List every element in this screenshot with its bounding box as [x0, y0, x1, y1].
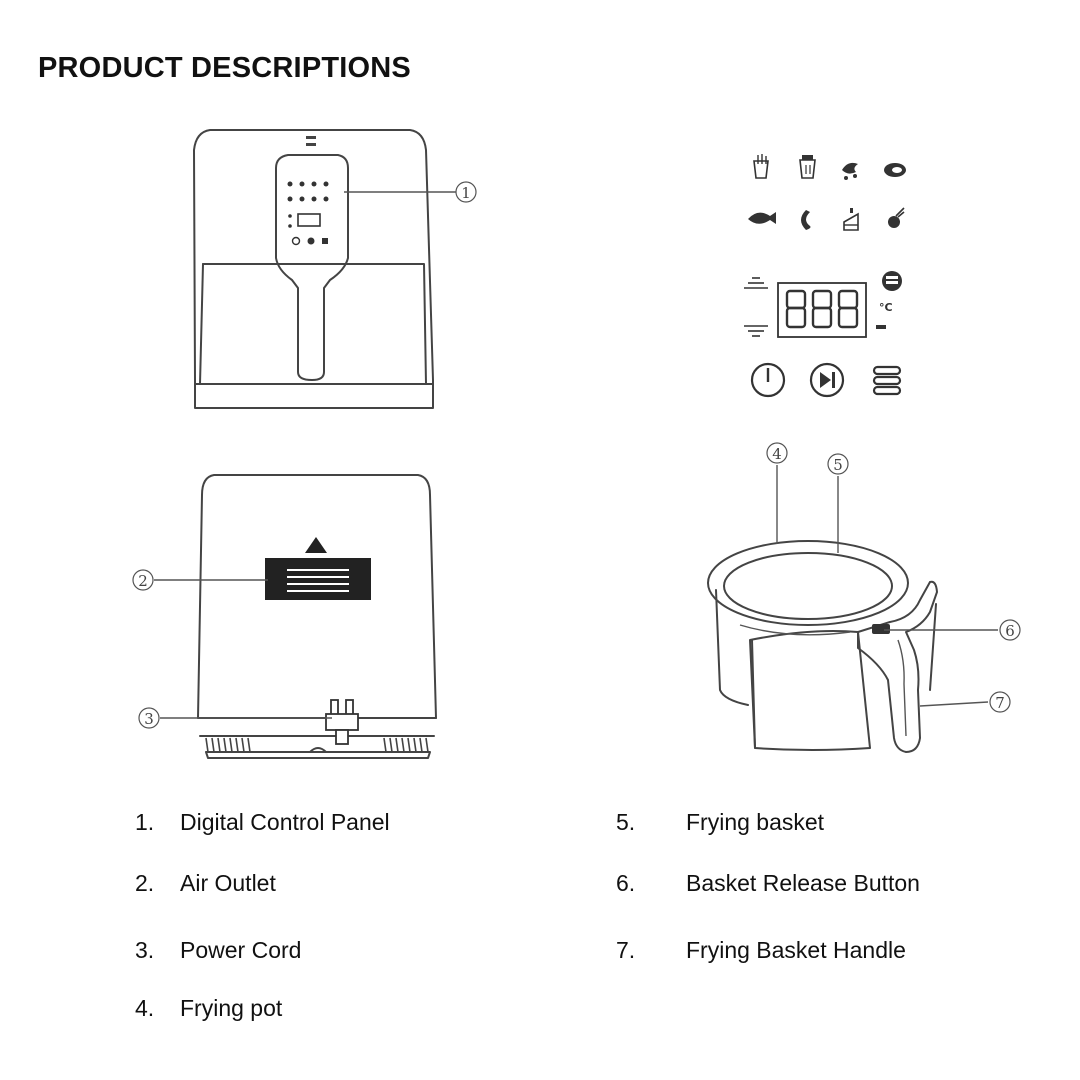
fries-icon	[753, 154, 769, 179]
digital-display	[777, 282, 867, 338]
menu-icon	[872, 365, 902, 396]
legend-number: 3.	[135, 937, 155, 963]
legend-number: 5.	[616, 809, 636, 835]
vegetable-icon	[888, 207, 905, 228]
basket-view: 4 5 6 7	[707, 442, 1021, 753]
drumstick-icon	[799, 155, 816, 179]
legend-label: Power Cord	[180, 937, 302, 963]
callout-6: 6	[1005, 622, 1015, 640]
legend-label: Air Outlet	[180, 870, 276, 896]
callout-2: 2	[138, 572, 148, 590]
fish-icon	[748, 212, 776, 224]
power-icon	[750, 362, 786, 398]
legend-number: 1.	[135, 809, 155, 835]
callout-3: 3	[144, 710, 154, 728]
legend-number: 7.	[616, 937, 636, 963]
legend-label: Frying basket	[686, 809, 825, 835]
play-pause-icon	[809, 362, 845, 398]
shrimp-icon	[842, 162, 858, 180]
temp-up-icon	[744, 277, 768, 289]
legend-number: 2.	[135, 870, 155, 896]
control-panel-detail: °C	[744, 154, 906, 398]
fan-icon	[882, 271, 902, 291]
legend-label: Basket Release Button	[686, 870, 920, 896]
front-view-airfryer: 1	[193, 129, 477, 409]
legend-number: 4.	[135, 995, 155, 1021]
legend-label: Frying pot	[180, 995, 283, 1021]
callout-4: 4	[772, 445, 782, 463]
chicken-leg-icon	[801, 210, 811, 230]
cake-icon	[843, 208, 859, 231]
display-unit: °C	[879, 301, 893, 314]
minus-indicator	[876, 325, 886, 329]
callout-1: 1	[461, 184, 471, 202]
page-title: PRODUCT DESCRIPTIONS	[38, 52, 411, 84]
temp-down-icon	[744, 325, 768, 337]
steak-icon	[884, 163, 906, 177]
callout-5: 5	[833, 456, 843, 474]
legend-label: Frying Basket Handle	[686, 937, 906, 963]
legend-label: Digital Control Panel	[180, 809, 390, 835]
back-view-airfryer: 2 3	[132, 474, 437, 759]
callout-7: 7	[995, 694, 1005, 712]
legend-number: 6.	[616, 870, 636, 896]
